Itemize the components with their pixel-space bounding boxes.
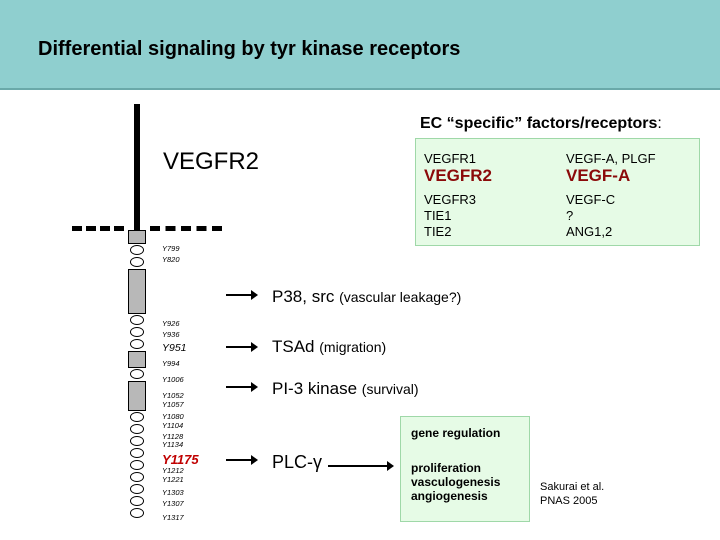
receptor-ligand-table: VEGFR1 VEGF-A, PLGF VEGFR2 VEGF-A VEGFR3… bbox=[415, 138, 700, 246]
table-ligand-5: ANG1,2 bbox=[566, 224, 613, 239]
tyrosine-site-marker bbox=[130, 496, 144, 506]
pathway-label-p38: P38, src (vascular leakage?) bbox=[272, 287, 461, 307]
subtitle-bold: EC “specific” factors/receptors bbox=[420, 115, 658, 132]
subtitle: EC “specific” factors/receptors: bbox=[420, 115, 662, 133]
slide-title: Differential signaling by tyr kinase rec… bbox=[38, 38, 461, 60]
gene-regulation-box: gene regulation proliferation vasculogen… bbox=[400, 416, 530, 522]
site-label: Y1134 bbox=[162, 440, 184, 449]
site-label: Y1057 bbox=[162, 400, 184, 409]
table-receptor-3: VEGFR3 bbox=[424, 192, 477, 207]
site-label: Y1128 bbox=[162, 432, 184, 441]
pathway-note: (vascular leakage?) bbox=[339, 289, 462, 305]
outcome-item: angiogenesis bbox=[411, 489, 488, 503]
arrow-p38 bbox=[226, 290, 258, 300]
kinase-insert-box bbox=[128, 351, 146, 368]
table-ligand-2: VEGF-A bbox=[566, 166, 631, 185]
membrane-right bbox=[150, 226, 222, 236]
site-label: Y936 bbox=[162, 330, 180, 339]
pathway-main: P38, src bbox=[272, 287, 335, 306]
site-label: Y1006 bbox=[162, 375, 184, 384]
receptor-schematic bbox=[127, 104, 147, 522]
pathway-note: (migration) bbox=[319, 339, 387, 355]
tyrosine-site-marker bbox=[130, 245, 144, 255]
tyrosine-site-marker bbox=[130, 369, 144, 379]
kinase-domain-2 bbox=[128, 381, 146, 411]
pathway-main: TSAd bbox=[272, 337, 315, 356]
pathway-label-tsad: TSAd (migration) bbox=[272, 337, 386, 357]
site-label: Y1303 bbox=[162, 488, 184, 497]
site-label: Y1221 bbox=[162, 475, 184, 484]
table-ligand-4: ? bbox=[566, 208, 574, 223]
tyrosine-site-marker bbox=[130, 315, 144, 325]
tyrosine-site-marker bbox=[130, 327, 144, 337]
outcome-item: vasculogenesis bbox=[411, 475, 501, 489]
pathway-main: PI-3 kinase bbox=[272, 379, 358, 398]
plc-gamma-label: PLC-γ bbox=[272, 452, 323, 472]
table-receptor-1: VEGFR1 bbox=[424, 151, 477, 166]
kinase-domain-1 bbox=[128, 269, 146, 314]
pathway-note: (survival) bbox=[361, 381, 419, 397]
gene-regulation-title: gene regulation bbox=[411, 426, 501, 440]
table-ligand-1: VEGF-A, PLGF bbox=[566, 151, 656, 166]
site-label: Y820 bbox=[162, 255, 180, 264]
reference: Sakurai et al. PNAS 2005 bbox=[540, 480, 604, 508]
tyrosine-site-marker bbox=[130, 412, 144, 422]
tyrosine-site-marker bbox=[130, 448, 144, 458]
site-label: Y1104 bbox=[162, 421, 184, 430]
arrow-pi3k bbox=[226, 382, 258, 392]
tyrosine-site-marker bbox=[130, 257, 144, 267]
tyrosine-site-marker bbox=[130, 460, 144, 470]
tyrosine-site-marker bbox=[130, 436, 144, 446]
header-bar: Differential signaling by tyr kinase rec… bbox=[0, 0, 720, 90]
site-label: Y1212 bbox=[162, 466, 184, 475]
arrow-gene-regulation bbox=[328, 461, 394, 471]
table-ligand-3: VEGF-C bbox=[566, 192, 616, 207]
site-label: Y926 bbox=[162, 319, 180, 328]
membrane-left bbox=[72, 226, 124, 236]
site-label: Y799 bbox=[162, 244, 180, 253]
transmembrane-box bbox=[128, 230, 146, 244]
tyrosine-site-marker bbox=[130, 339, 144, 349]
site-label: Y1080 bbox=[162, 412, 184, 421]
tyrosine-site-marker bbox=[130, 424, 144, 434]
site-label: Y951 bbox=[162, 342, 187, 354]
pathway-label-pi3k: PI-3 kinase (survival) bbox=[272, 379, 419, 399]
outcome-item: proliferation bbox=[411, 461, 482, 475]
site-label: Y1307 bbox=[162, 499, 184, 508]
extracellular-segment bbox=[134, 104, 140, 234]
table-receptor-2: VEGFR2 bbox=[424, 166, 493, 185]
reference-journal: PNAS 2005 bbox=[540, 495, 598, 507]
subtitle-colon: : bbox=[657, 115, 662, 132]
site-label-highlight: Y1175 bbox=[162, 452, 199, 467]
site-label: Y1052 bbox=[162, 391, 184, 400]
reference-authors: Sakurai et al. bbox=[540, 481, 605, 493]
tyrosine-site-marker bbox=[130, 484, 144, 494]
receptor-label: VEGFR2 bbox=[163, 148, 260, 175]
outcome-list: proliferation vasculogenesis angiogenesi… bbox=[411, 461, 500, 503]
site-label: Y1317 bbox=[162, 513, 184, 522]
arrow-tsad bbox=[226, 342, 258, 352]
arrow-plc bbox=[226, 455, 258, 465]
table-receptor-5: TIE2 bbox=[424, 224, 452, 239]
tyrosine-site-marker bbox=[130, 472, 144, 482]
table-receptor-4: TIE1 bbox=[424, 208, 452, 223]
site-label: Y994 bbox=[162, 359, 180, 368]
tyrosine-site-marker bbox=[130, 508, 144, 518]
